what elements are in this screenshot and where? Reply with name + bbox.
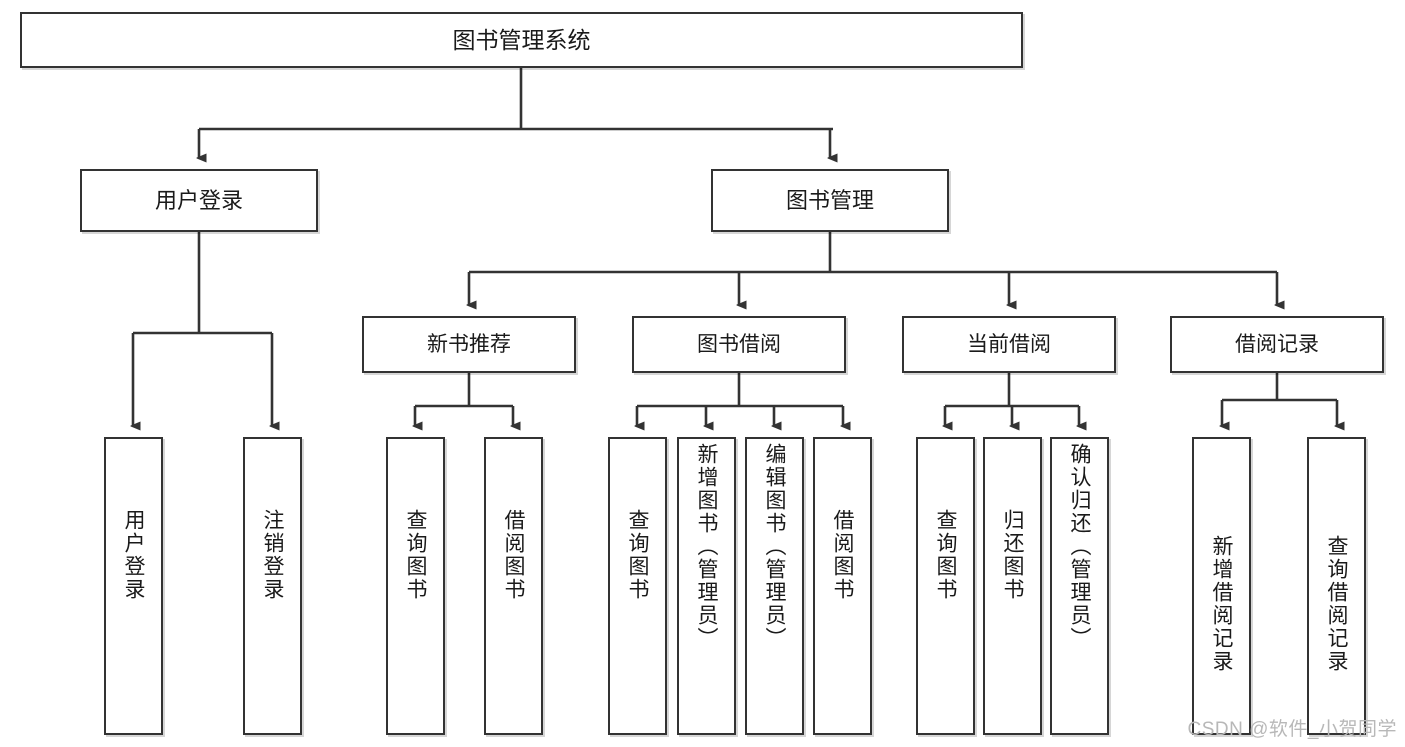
node-label: 用户登录 <box>154 187 243 213</box>
leaf-query-book-current[interactable]: 查询图书 <box>916 437 975 735</box>
node-label: 当前借阅 <box>967 332 1051 356</box>
leaf-query-book-recommend[interactable]: 查询图书 <box>386 437 445 735</box>
node-book-borrow[interactable]: 图书借阅 <box>632 316 846 373</box>
leaf-edit-book-admin[interactable]: 编辑图书（管理员） <box>745 437 804 735</box>
node-label: 图书借阅 <box>697 332 781 356</box>
node-borrow-record[interactable]: 借阅记录 <box>1170 316 1384 373</box>
node-book-management[interactable]: 图书管理 <box>711 169 949 232</box>
leaf-return-book[interactable]: 归还图书 <box>983 437 1042 735</box>
leaf-user-login[interactable]: 用户登录 <box>104 437 163 735</box>
node-new-book-recommend[interactable]: 新书推荐 <box>362 316 576 373</box>
node-label: 借阅记录 <box>1235 332 1319 356</box>
node-label: 注销登录 <box>261 509 284 601</box>
node-label: 归还图书 <box>1001 509 1024 601</box>
leaf-query-book-borrow[interactable]: 查询图书 <box>608 437 667 735</box>
leaf-query-borrow-record[interactable]: 查询借阅记录 <box>1307 437 1366 735</box>
node-label: 新书推荐 <box>427 332 511 356</box>
leaf-logout[interactable]: 注销登录 <box>243 437 302 735</box>
node-label: 查询图书 <box>626 509 649 601</box>
node-label: 用户登录 <box>122 509 145 601</box>
node-label: 查询图书 <box>404 509 427 601</box>
leaf-add-book-admin[interactable]: 新增图书（管理员） <box>677 437 736 735</box>
node-label: 编辑图书（管理员） <box>763 443 786 650</box>
node-label: 图书管理系统 <box>452 26 591 53</box>
node-label: 确认归还（管理员） <box>1068 443 1091 650</box>
leaf-borrow-book[interactable]: 借阅图书 <box>813 437 872 735</box>
leaf-borrow-book-recommend[interactable]: 借阅图书 <box>484 437 543 735</box>
csdn-watermark: CSDN @软件_小贺同学 <box>1187 719 1397 740</box>
leaf-confirm-return-admin[interactable]: 确认归还（管理员） <box>1050 437 1109 735</box>
node-current-borrow[interactable]: 当前借阅 <box>902 316 1116 373</box>
node-label: 借阅图书 <box>831 509 854 601</box>
node-label: 图书管理 <box>785 187 874 213</box>
leaf-add-borrow-record[interactable]: 新增借阅记录 <box>1192 437 1251 735</box>
node-root-system[interactable]: 图书管理系统 <box>20 12 1023 68</box>
node-user-login[interactable]: 用户登录 <box>80 169 318 232</box>
node-label: 新增图书（管理员） <box>695 443 718 650</box>
node-label: 借阅图书 <box>502 509 525 601</box>
node-label: 查询图书 <box>934 509 957 601</box>
node-label: 新增借阅记录 <box>1210 535 1233 673</box>
node-label: 查询借阅记录 <box>1325 535 1348 673</box>
